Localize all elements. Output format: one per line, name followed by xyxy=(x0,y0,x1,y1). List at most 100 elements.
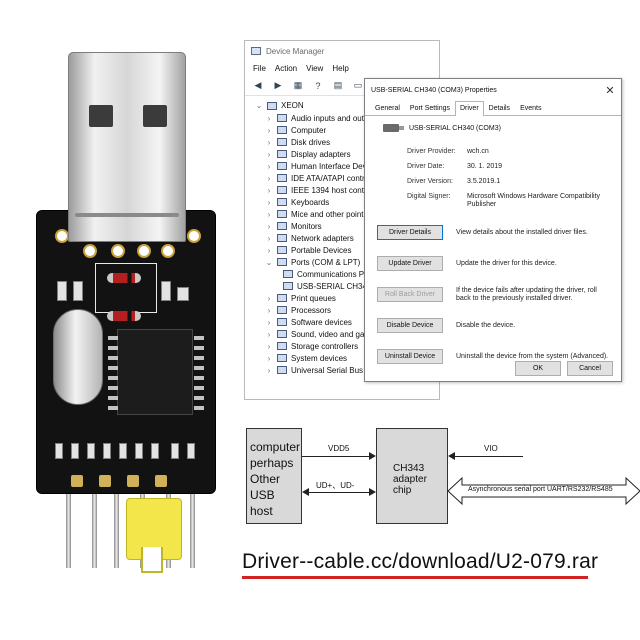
action-row: Update Driver Update the driver for this… xyxy=(377,250,609,277)
tree-root[interactable]: ⌄ XEON xyxy=(245,96,439,112)
chevron-right-icon[interactable]: › xyxy=(267,245,271,255)
chevron-right-icon[interactable]: › xyxy=(267,317,271,327)
tree-item[interactable]: ›Keyboards xyxy=(245,196,439,208)
back-arrow-icon[interactable]: ◀ xyxy=(254,80,262,90)
usb-connector-icon xyxy=(383,124,404,132)
tab-driver[interactable]: Driver xyxy=(454,101,484,116)
chevron-right-icon[interactable]: › xyxy=(267,293,271,303)
usb-data-label: UD+、UD- xyxy=(316,481,355,490)
tab-port-settings[interactable]: Port Settings xyxy=(409,105,450,112)
chevron-right-icon[interactable]: › xyxy=(267,161,271,171)
cancel-button[interactable]: Cancel xyxy=(567,361,613,376)
arrow-right-icon xyxy=(369,452,376,460)
driver-tab-panel: USB-SERIAL CH340 (COM3) Driver Provider:… xyxy=(365,116,621,378)
chevron-right-icon[interactable]: › xyxy=(267,173,271,183)
speaker-icon xyxy=(277,114,287,122)
menu-help[interactable]: Help xyxy=(332,64,349,73)
chevron-right-icon[interactable]: › xyxy=(267,233,271,243)
ok-button[interactable]: OK xyxy=(515,361,561,376)
chevron-down-icon[interactable]: ⌄ xyxy=(265,257,273,267)
tree-item[interactable]: ›Sound, video and game controllers xyxy=(245,328,439,340)
update-driver-button[interactable]: Update Driver xyxy=(377,256,443,271)
mounting-hole xyxy=(161,244,175,258)
properties-dialog: USB-SERIAL CH340 (COM3) Properties ✕ Gen… xyxy=(364,78,622,382)
tree-item[interactable]: ›Disk drives xyxy=(245,136,439,148)
tree-item[interactable]: ›Computer xyxy=(245,124,439,136)
chevron-right-icon[interactable]: › xyxy=(267,341,271,351)
info-label: Digital Signer: xyxy=(407,193,451,200)
scan-icon[interactable]: ▤ xyxy=(333,80,343,90)
chevron-right-icon[interactable]: › xyxy=(267,137,271,147)
tab-general[interactable]: General xyxy=(375,105,400,112)
info-value: 30. 1. 2019 xyxy=(467,163,503,170)
smd-component xyxy=(103,443,111,459)
tree-item-ports[interactable]: ⌄Ports (COM & LPT) xyxy=(245,256,439,268)
chevron-right-icon[interactable]: › xyxy=(267,365,271,375)
tree-item[interactable]: ›Network adapters xyxy=(245,232,439,244)
tree-item[interactable]: ›Print queues xyxy=(245,292,439,304)
chevron-right-icon[interactable]: › xyxy=(267,125,271,135)
url-underline xyxy=(242,576,588,579)
tree-item[interactable]: ›Universal Serial Bus controllers xyxy=(245,364,439,376)
tree-item[interactable]: ›Storage controllers xyxy=(245,340,439,352)
close-icon[interactable]: ✕ xyxy=(605,84,615,97)
chevron-right-icon[interactable]: › xyxy=(267,329,271,339)
tree-item[interactable]: ›Software devices xyxy=(245,316,439,328)
uninstall-device-button[interactable]: Uninstall Device xyxy=(377,349,443,364)
menu-action[interactable]: Action xyxy=(274,64,298,73)
smd-component xyxy=(135,443,143,459)
info-row-provider: Driver Provider: wch.cn xyxy=(407,148,609,163)
tree-item[interactable]: ›Audio inputs and outputs xyxy=(245,112,439,124)
solder-pad xyxy=(155,475,167,487)
tab-bar: General Port Settings Driver Details Eve… xyxy=(365,101,621,116)
portable-device-icon xyxy=(277,246,287,254)
tree-item-label: IEEE 1394 host controllers xyxy=(291,185,386,195)
tree-item-com-port[interactable]: Communications Port xyxy=(245,268,439,280)
tree-item[interactable]: ›Human Interface Devices xyxy=(245,160,439,172)
port-icon xyxy=(283,270,293,278)
tree-item[interactable]: ›Portable Devices xyxy=(245,244,439,256)
forward-arrow-icon[interactable]: ▶ xyxy=(274,80,282,90)
tree-item[interactable]: ›IDE ATA/ATAPI controllers xyxy=(245,172,439,184)
chevron-right-icon[interactable]: › xyxy=(267,185,271,195)
tree-item-ch340[interactable]: USB-SERIAL CH340 xyxy=(245,280,439,292)
menu-view[interactable]: View xyxy=(306,64,324,73)
smd-component xyxy=(55,443,63,459)
pcb-board xyxy=(36,210,216,494)
chevron-right-icon[interactable]: › xyxy=(267,197,271,207)
mounting-hole xyxy=(83,244,97,258)
crystal-oscillator xyxy=(53,309,103,405)
monitor-icon xyxy=(277,222,287,230)
tree-item[interactable]: ›Display adapters xyxy=(245,148,439,160)
action-row: Disable Device Disable the device. xyxy=(377,312,609,339)
tree-item[interactable]: › Processors xyxy=(245,304,439,316)
tab-details[interactable]: Details xyxy=(488,105,511,112)
tree-item[interactable]: ›Monitors xyxy=(245,220,439,232)
chip-label-line: adapter xyxy=(393,474,427,485)
properties-icon[interactable]: ▦ xyxy=(293,80,303,90)
tree-item-label: Processors xyxy=(291,305,332,315)
chevron-right-icon[interactable]: › xyxy=(267,305,271,315)
chevron-down-icon[interactable]: ⌄ xyxy=(255,101,263,110)
chevron-right-icon[interactable]: › xyxy=(267,353,271,363)
computer-icon xyxy=(277,126,287,134)
chevron-right-icon[interactable]: › xyxy=(267,209,271,219)
help-icon[interactable]: ? xyxy=(315,80,321,91)
disable-device-button[interactable]: Disable Device xyxy=(377,318,443,333)
tree-item[interactable]: ›System devices xyxy=(245,352,439,364)
monitor-icon[interactable]: ▭ xyxy=(353,80,363,90)
tree-item[interactable]: ›Mice and other pointing devices xyxy=(245,208,439,220)
tree-item[interactable]: › IEEE 1394 host controllers xyxy=(245,184,439,196)
chip-label-line: CH343 xyxy=(393,463,425,474)
arrow-left-icon xyxy=(302,488,309,496)
info-value: Microsoft Windows Hardware Compatibility… xyxy=(467,193,601,208)
download-url[interactable]: Driver--cable.cc/download/U2-079.rar xyxy=(242,550,599,573)
sound-icon xyxy=(277,330,287,338)
chevron-right-icon[interactable]: › xyxy=(267,113,271,123)
tab-events[interactable]: Events xyxy=(520,105,542,112)
driver-details-button[interactable]: Driver Details xyxy=(377,225,443,240)
menu-file[interactable]: File xyxy=(253,64,266,73)
chevron-right-icon[interactable]: › xyxy=(267,149,271,159)
solder-pad xyxy=(71,475,83,487)
chevron-right-icon[interactable]: › xyxy=(267,221,271,231)
